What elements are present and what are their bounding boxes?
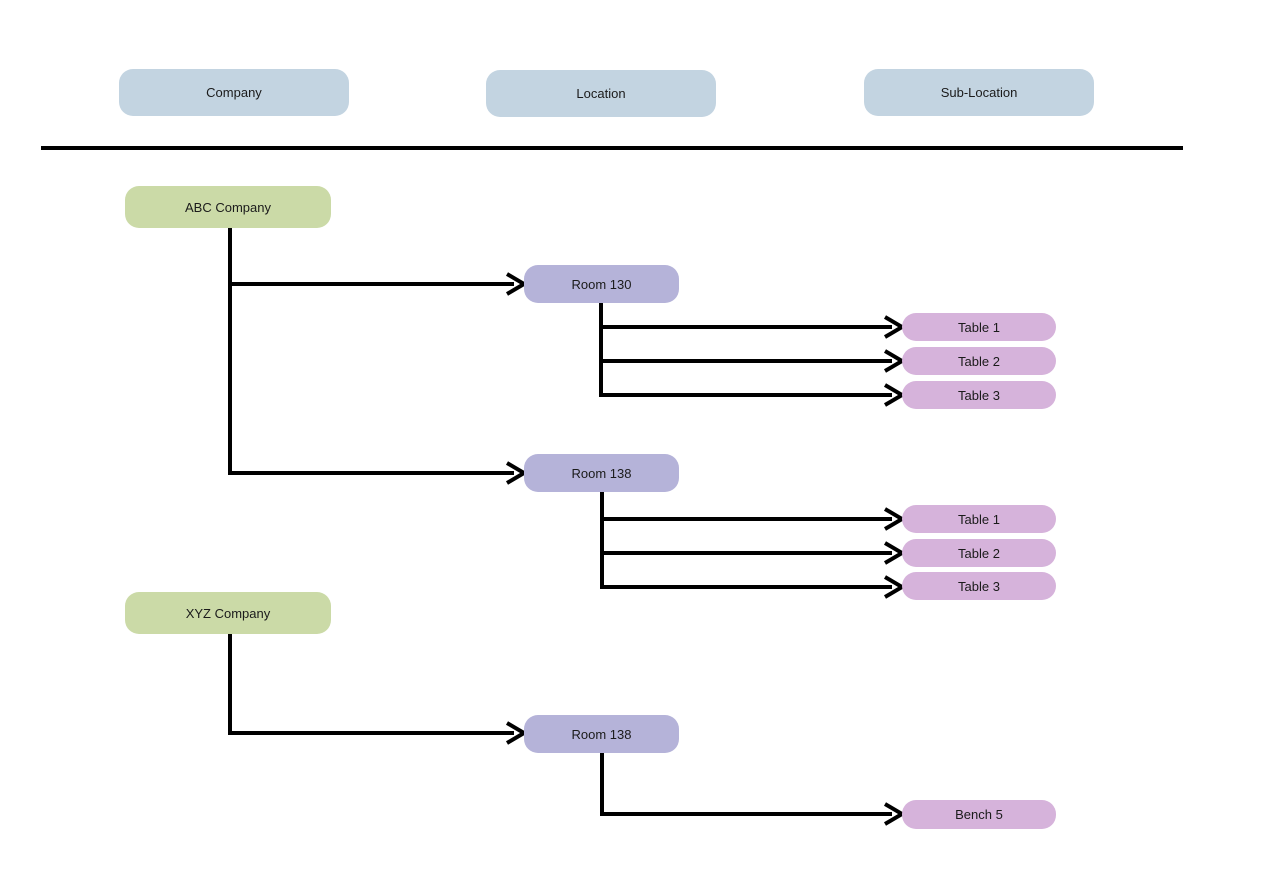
node-xyz-company: XYZ Company: [125, 592, 331, 634]
header-sublocation: Sub-Location: [864, 69, 1094, 116]
node-table-1-room-138: Table 1: [902, 505, 1056, 533]
header-location-label: Location: [576, 86, 626, 101]
node-room-138-xyz-label: Room 138: [571, 726, 632, 742]
node-abc-company-label: ABC Company: [185, 199, 271, 215]
node-table-1-room-138-label: Table 1: [958, 511, 1000, 527]
header-sublocation-label: Sub-Location: [940, 85, 1018, 100]
node-room-130-label: Room 130: [571, 276, 632, 292]
node-xyz-company-label: XYZ Company: [185, 605, 271, 621]
node-abc-company: ABC Company: [125, 186, 331, 228]
header-divider: [41, 146, 1183, 150]
node-table-1-room-130: Table 1: [902, 313, 1056, 341]
node-table-3-room-130: Table 3: [902, 381, 1056, 409]
node-bench-5: Bench 5: [902, 800, 1056, 829]
node-table-3-room-138-label: Table 3: [958, 578, 1000, 594]
node-table-3-room-130-label: Table 3: [958, 387, 1000, 403]
node-table-2-room-138: Table 2: [902, 539, 1056, 567]
node-table-2-room-130: Table 2: [902, 347, 1056, 375]
node-room-138-abc-label: Room 138: [571, 465, 632, 481]
node-table-1-room-130-label: Table 1: [958, 319, 1000, 335]
node-table-2-room-130-label: Table 2: [958, 353, 1000, 369]
header-company: Company: [119, 69, 349, 116]
node-table-2-room-138-label: Table 2: [958, 545, 1000, 561]
header-location: Location: [486, 70, 716, 117]
node-room-138-abc: Room 138: [524, 454, 679, 492]
node-table-3-room-138: Table 3: [902, 572, 1056, 600]
node-room-130: Room 130: [524, 265, 679, 303]
node-bench-5-label: Bench 5: [955, 807, 1003, 822]
header-company-label: Company: [206, 85, 262, 100]
node-room-138-xyz: Room 138: [524, 715, 679, 753]
